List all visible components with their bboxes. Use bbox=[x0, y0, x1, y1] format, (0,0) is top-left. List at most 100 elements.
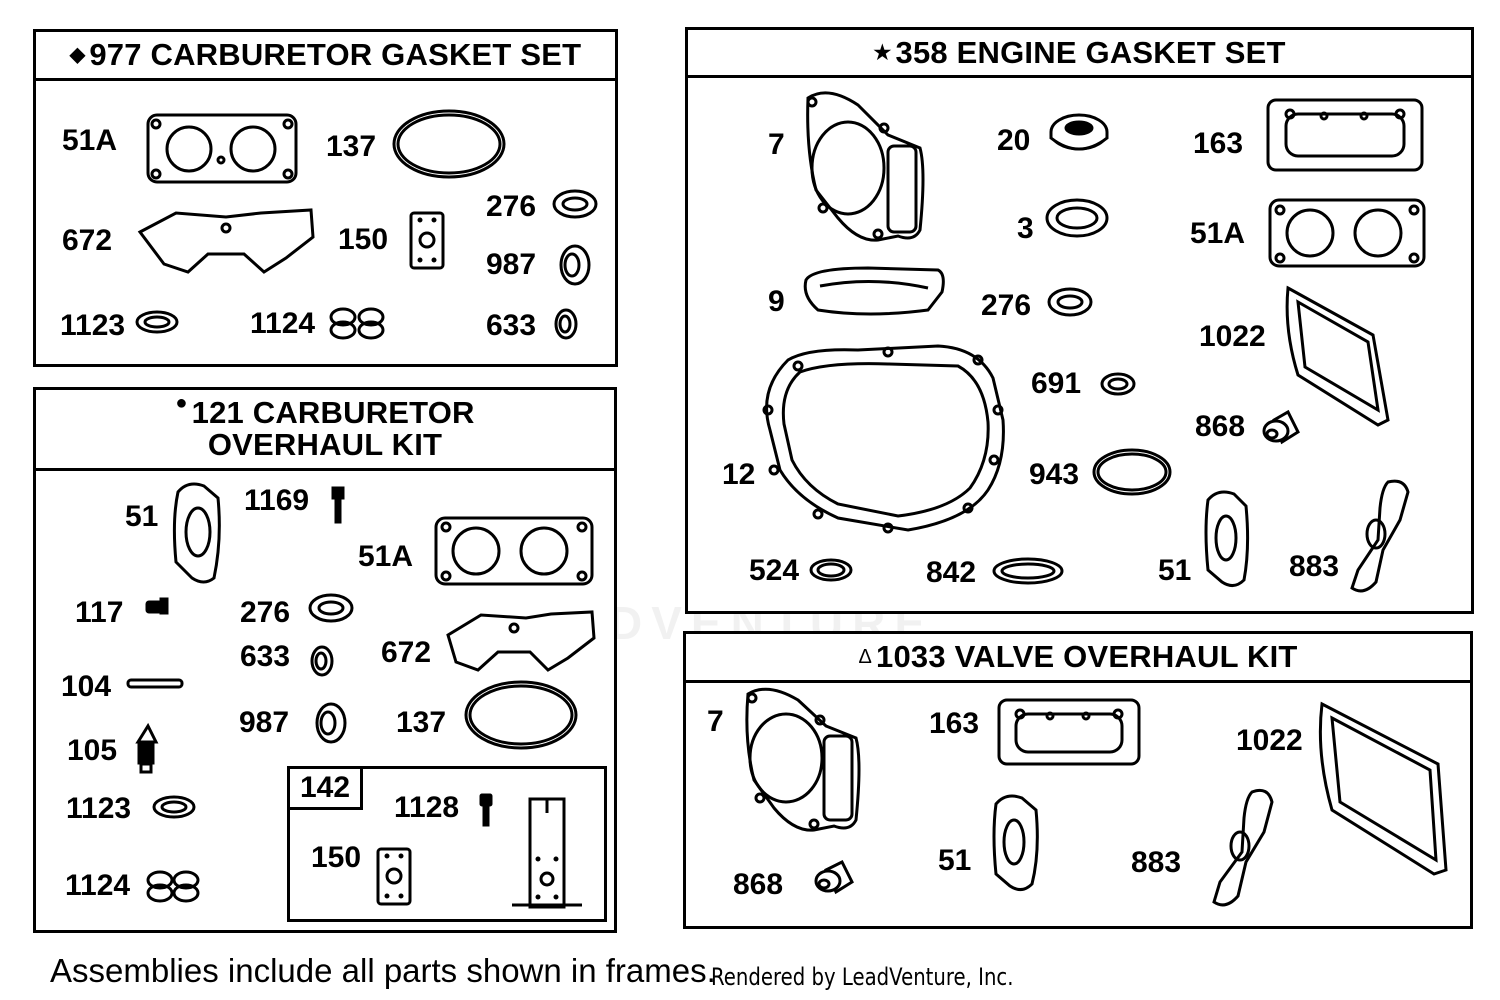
part-label-163: 163 bbox=[1193, 127, 1244, 160]
part-51-gasket bbox=[172, 482, 221, 584]
carburetor-gasket-parts-drawing bbox=[135, 109, 598, 340]
part-276-seal bbox=[552, 189, 598, 219]
panel-title: ●121 CARBURETOR OVERHAUL KIT bbox=[36, 390, 614, 471]
part-105-needle bbox=[135, 722, 159, 774]
panel-title: ★358 ENGINE GASKET SET bbox=[688, 30, 1471, 78]
part-label-51a: 51A bbox=[1190, 217, 1246, 250]
part-276-seal bbox=[308, 593, 354, 623]
valve-overhaul-parts-drawing bbox=[745, 687, 1448, 907]
part-label-163: 163 bbox=[929, 707, 980, 740]
bullet-symbol: ● bbox=[175, 392, 188, 414]
part-1022-gasket bbox=[1318, 701, 1448, 876]
part-label-1022: 1022 bbox=[1199, 320, 1266, 353]
part-276-seal bbox=[1047, 287, 1093, 317]
part-1128-screw bbox=[479, 793, 493, 827]
part-label-150: 150 bbox=[338, 223, 389, 256]
part-51a-gasket bbox=[146, 113, 298, 184]
part-label-1128: 1128 bbox=[394, 791, 460, 824]
part-label-3: 3 bbox=[1017, 212, 1034, 245]
part-142-bracket bbox=[512, 797, 582, 909]
part-9-gasket bbox=[803, 266, 945, 316]
part-label-137: 137 bbox=[326, 130, 377, 163]
part-524-washer bbox=[809, 558, 853, 582]
part-label-883: 883 bbox=[1289, 550, 1340, 583]
part-label-1123: 1123 bbox=[60, 309, 126, 342]
part-104-pin bbox=[126, 678, 184, 689]
part-842-seal bbox=[992, 557, 1064, 585]
part-label-868: 868 bbox=[1195, 410, 1246, 443]
delta-symbol: Δ bbox=[858, 646, 873, 668]
footer-note: Assemblies include all parts shown in fr… bbox=[50, 952, 716, 989]
subkit-142-frame: 142 1128 150 bbox=[287, 766, 607, 922]
part-672-gasket bbox=[446, 610, 596, 672]
part-label-51: 51 bbox=[1158, 554, 1192, 587]
panel-carburetor-overhaul-kit: ●121 CARBURETOR OVERHAUL KIT bbox=[33, 387, 617, 933]
part-20-oil-seal bbox=[1049, 113, 1109, 151]
part-label-276: 276 bbox=[486, 190, 537, 223]
part-137-ring bbox=[464, 680, 578, 750]
part-150-gasket bbox=[409, 211, 445, 270]
part-label-51a: 51A bbox=[62, 124, 118, 157]
part-163-gasket bbox=[997, 698, 1141, 766]
part-label-524: 524 bbox=[749, 554, 800, 587]
part-7-head-gasket bbox=[806, 91, 925, 242]
part-label-20: 20 bbox=[997, 124, 1031, 157]
part-label-868: 868 bbox=[733, 868, 784, 901]
panel-title: ◆977 CARBURETOR GASKET SET bbox=[36, 32, 615, 81]
part-label-633: 633 bbox=[486, 309, 537, 342]
part-987-seal bbox=[559, 244, 591, 286]
part-label-117: 117 bbox=[75, 596, 124, 629]
part-51-gasket bbox=[1204, 490, 1250, 587]
part-12-crankcase-gasket bbox=[762, 344, 1005, 534]
part-label-672: 672 bbox=[62, 224, 113, 257]
part-691-seal bbox=[1100, 372, 1136, 396]
part-163-gasket bbox=[1266, 98, 1424, 172]
part-868-valve-seal bbox=[1262, 409, 1300, 445]
part-label-987: 987 bbox=[486, 248, 537, 281]
part-1169-screw bbox=[331, 486, 345, 524]
part-51a-gasket bbox=[1268, 198, 1426, 268]
part-label-987: 987 bbox=[239, 706, 290, 739]
part-label-633: 633 bbox=[240, 640, 291, 673]
part-51-gasket bbox=[992, 794, 1039, 891]
part-672-gasket bbox=[137, 208, 315, 274]
part-633-seal bbox=[554, 308, 578, 340]
part-label-1169: 1169 bbox=[244, 484, 310, 517]
part-7-head-gasket bbox=[745, 687, 861, 832]
part-1124-washers bbox=[146, 870, 200, 903]
part-943-ring bbox=[1092, 448, 1172, 496]
part-label-137: 137 bbox=[396, 706, 447, 739]
part-987-seal bbox=[315, 702, 347, 744]
part-label-7: 7 bbox=[768, 128, 785, 161]
part-883-gasket bbox=[1350, 479, 1410, 593]
part-label-51: 51 bbox=[938, 844, 972, 877]
part-label-104: 104 bbox=[61, 670, 112, 703]
part-3-seal bbox=[1045, 198, 1109, 238]
part-1124-washers bbox=[329, 307, 385, 340]
part-1123-washer bbox=[152, 795, 196, 819]
diamond-symbol: ◆ bbox=[69, 44, 86, 66]
part-label-943: 943 bbox=[1029, 458, 1080, 491]
part-label-51a: 51A bbox=[358, 540, 414, 573]
part-label-51: 51 bbox=[125, 500, 159, 533]
part-label-1124: 1124 bbox=[250, 307, 316, 340]
subkit-142-parts-drawing bbox=[376, 793, 582, 909]
panel-engine-gasket-set: ★358 ENGINE GASKET SET bbox=[685, 27, 1474, 614]
part-label-9: 9 bbox=[768, 285, 785, 318]
part-label-672: 672 bbox=[381, 636, 432, 669]
part-label-276: 276 bbox=[240, 596, 291, 629]
part-883-gasket bbox=[1212, 788, 1274, 907]
part-label-276: 276 bbox=[981, 289, 1032, 322]
part-label-150: 150 bbox=[311, 841, 362, 874]
part-label-12: 12 bbox=[722, 458, 756, 491]
subkit-142-title: 142 bbox=[287, 766, 364, 810]
part-label-1022: 1022 bbox=[1236, 724, 1303, 757]
part-label-691: 691 bbox=[1031, 367, 1082, 400]
part-633-seal bbox=[310, 645, 334, 677]
carburetor-overhaul-parts-drawing bbox=[126, 482, 596, 903]
part-label-1123: 1123 bbox=[66, 792, 132, 825]
part-51a-gasket bbox=[434, 516, 594, 586]
part-label-1124: 1124 bbox=[65, 869, 131, 902]
